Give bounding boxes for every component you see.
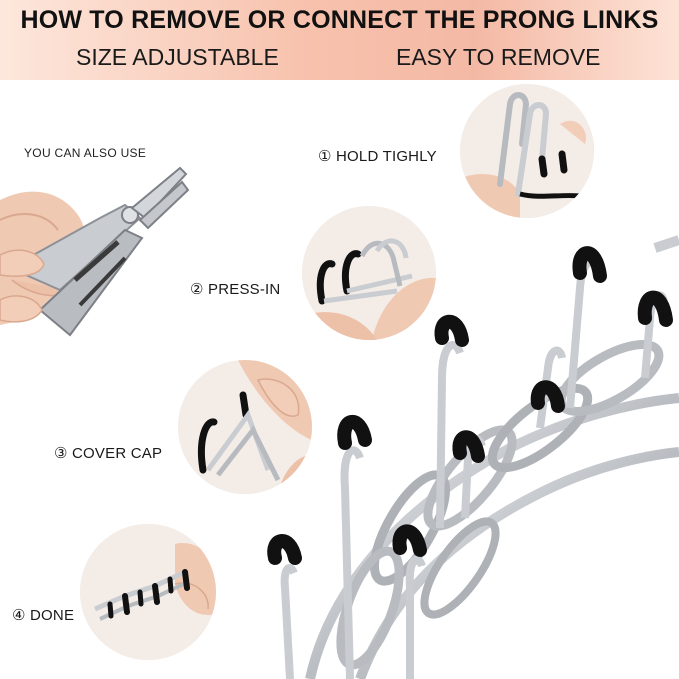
tool-caption: YOU CAN ALSO USE [24,146,147,160]
step2-label: ② PRESS-IN [190,281,281,298]
step2-press-photo [302,206,436,340]
step1-label: ① HOLD TIGHLY [318,148,437,165]
step3-cap-photo [178,360,312,494]
prong-collar-image [267,235,679,679]
feature-easy-to-remove: EASY TO REMOVE [396,44,601,70]
step1-hold-photo [460,84,594,218]
page-title: HOW TO REMOVE OR CONNECT THE PRONG LINKS [20,6,659,34]
step4-done-photo [80,524,216,660]
feature-size-adjustable: SIZE ADJUSTABLE [76,44,279,70]
header-banner [0,0,679,80]
step4-label: ④ DONE [12,607,75,624]
step3-label: ③ COVER CAP [54,445,163,462]
multitool-pliers-image [0,166,190,337]
